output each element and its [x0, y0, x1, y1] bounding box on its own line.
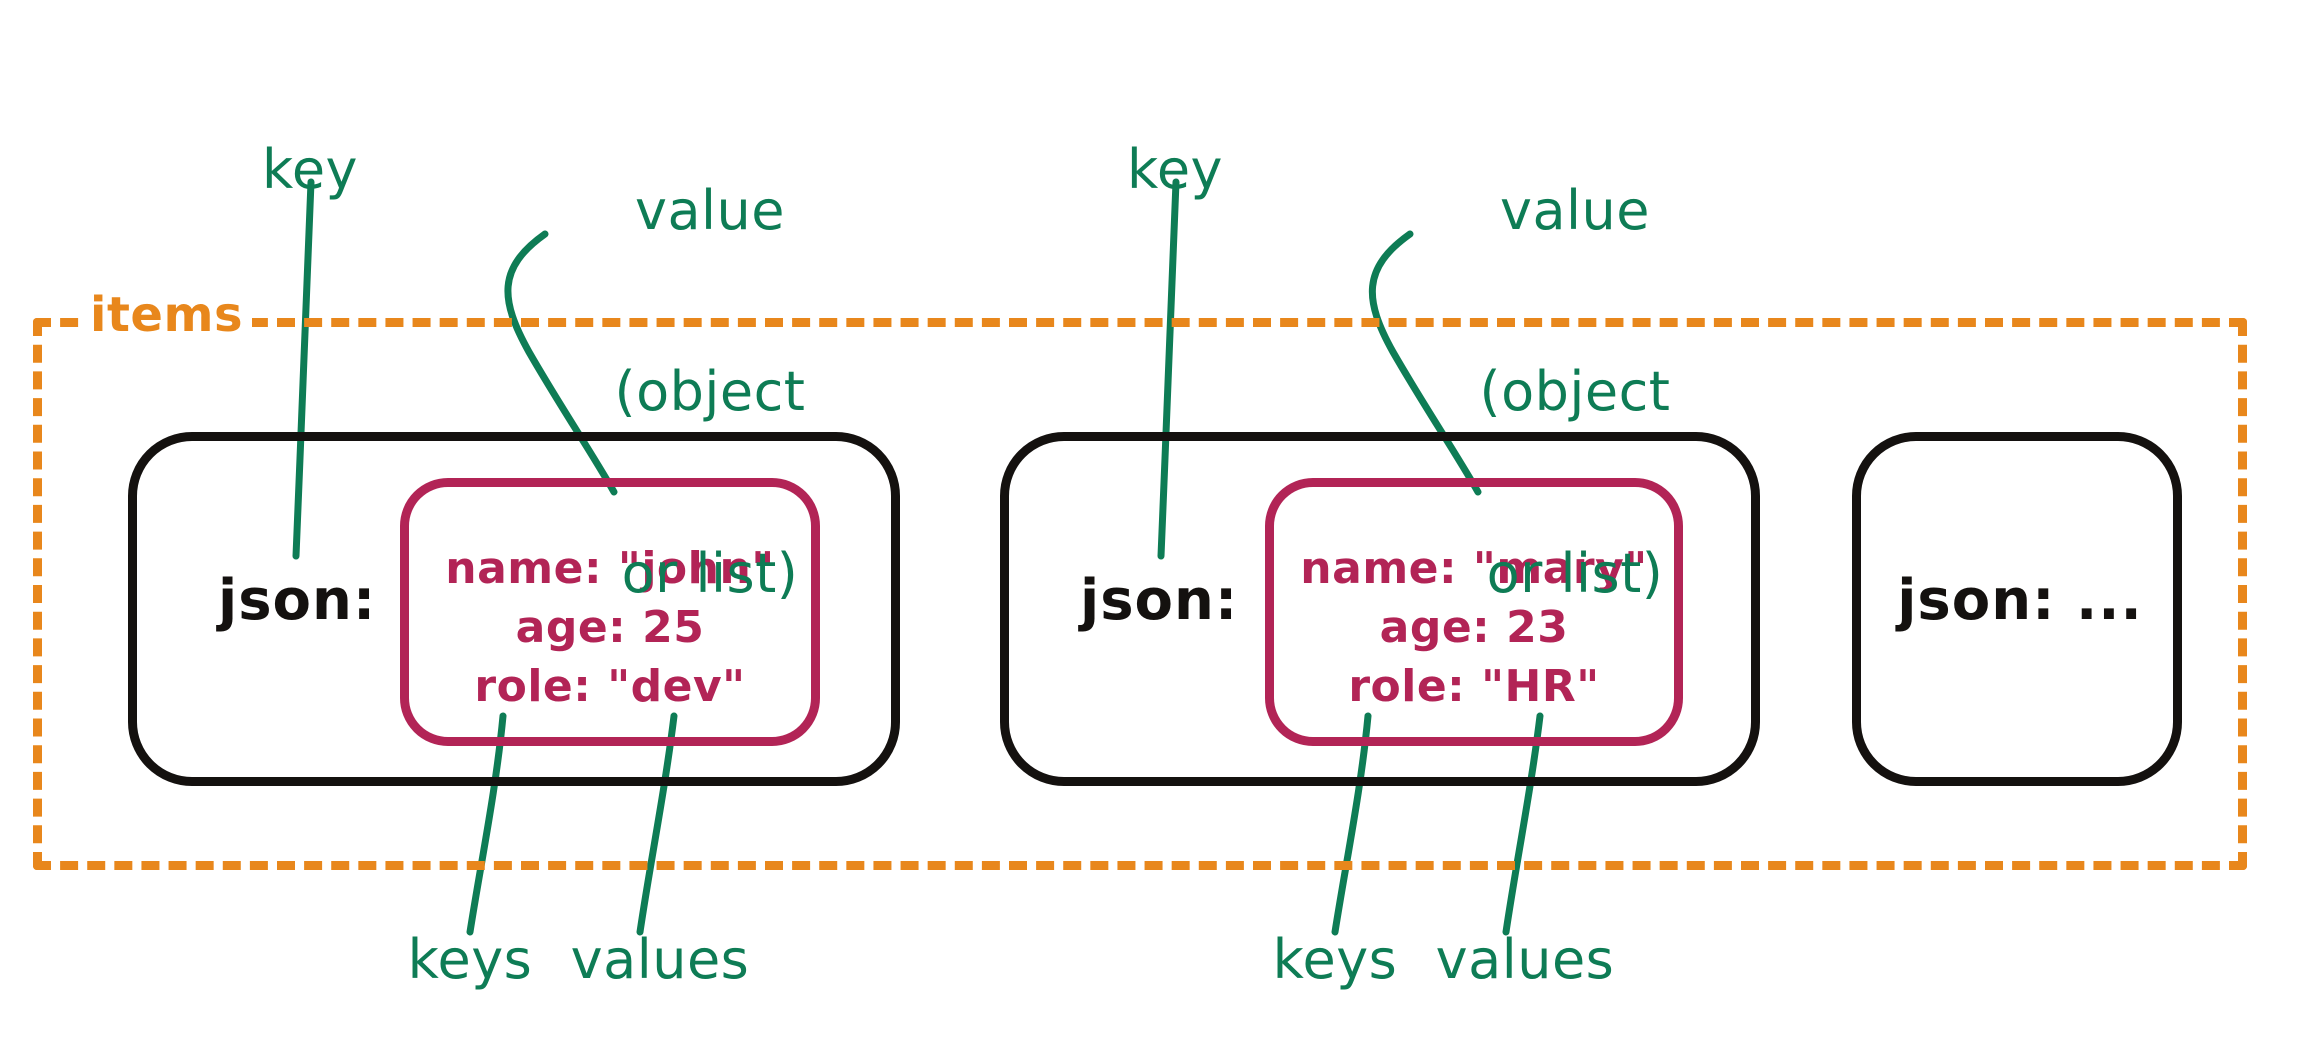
- items-container: [33, 318, 2247, 870]
- annotation-value-2: value (object or list): [1445, 60, 1705, 725]
- annotation-value-2-line-3: or list): [1486, 541, 1664, 605]
- value-box-1[interactable]: [400, 478, 820, 746]
- value-box-2-line-3: role: "HR": [1348, 661, 1600, 712]
- annotation-key-2: key: [1126, 138, 1224, 201]
- json-label-1: json:: [218, 568, 377, 633]
- annotation-value-2-line-2: (object: [1479, 360, 1671, 424]
- annotation-value-1: value (object or list): [580, 60, 840, 725]
- json-card-3[interactable]: [1852, 432, 2182, 786]
- json-card-1[interactable]: [128, 432, 900, 786]
- annotation-value-1-line-3: or list): [621, 541, 799, 605]
- value-box-2-line-1: name: "mary": [1300, 543, 1648, 594]
- items-label: items: [90, 287, 244, 343]
- json-card-2[interactable]: [1000, 432, 1760, 786]
- value-box-1-line-3: role: "dev": [474, 661, 746, 712]
- annotation-values-2: values: [1435, 928, 1615, 991]
- value-box-1-line-1: name: "john": [445, 543, 775, 594]
- annotation-value-1-line-1: value: [635, 178, 785, 242]
- items-label-backdrop: [82, 300, 252, 342]
- value-box-2-line-2: age: 23: [1379, 602, 1569, 653]
- annotation-keys-1: keys: [407, 928, 533, 991]
- annotation-values-1: values: [570, 928, 750, 991]
- annotation-keys-2: keys: [1272, 928, 1398, 991]
- annotation-value-1-line-2: (object: [614, 360, 806, 424]
- annotation-value-2-line-1: value: [1500, 178, 1650, 242]
- json-label-2: json:: [1080, 568, 1239, 633]
- json-label-3: json: ...: [1897, 568, 2143, 633]
- value-box-2[interactable]: [1265, 478, 1683, 746]
- value-box-1-line-2: age: 25: [515, 602, 705, 653]
- annotation-key-1: key: [261, 138, 359, 201]
